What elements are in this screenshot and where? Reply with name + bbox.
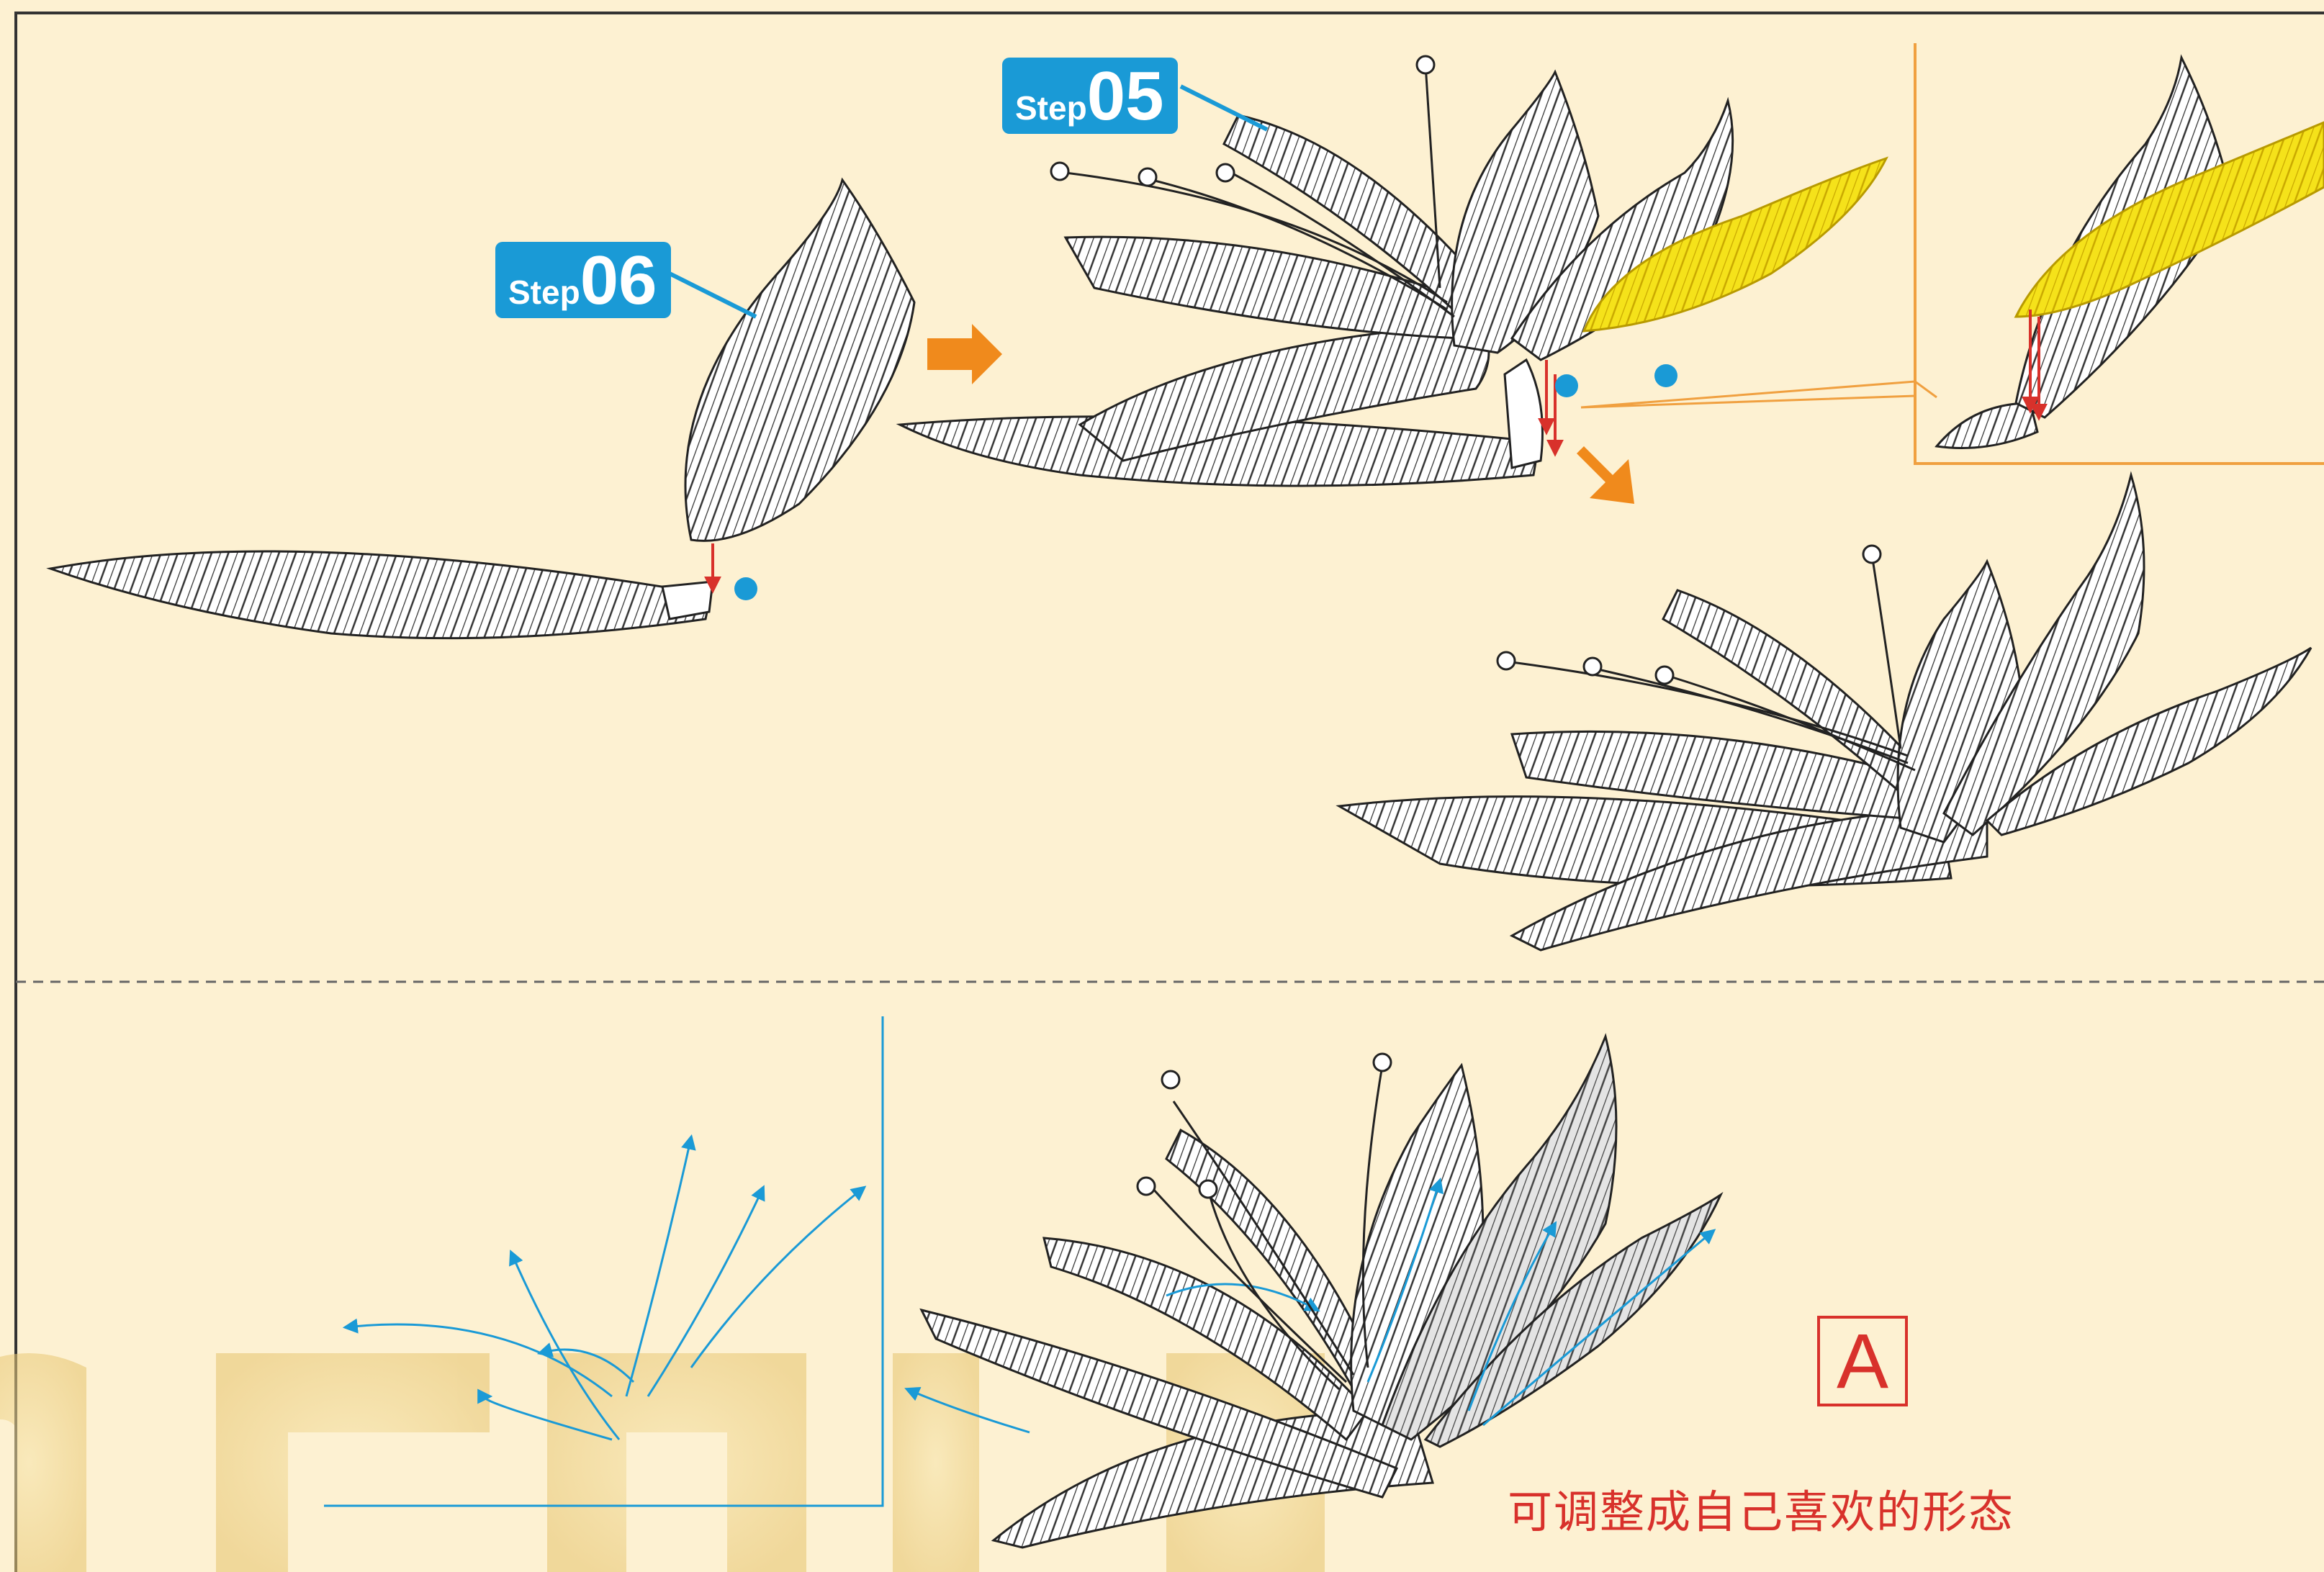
step-05-number: 05 bbox=[1086, 58, 1164, 135]
adjusted-model bbox=[919, 1033, 1724, 1549]
completed-model bbox=[1336, 471, 2312, 952]
step06-raised-wing bbox=[684, 177, 916, 542]
next-step-arrow bbox=[927, 324, 1002, 384]
step-06-badge: Step 06 bbox=[495, 242, 672, 319]
step05-badge-leader bbox=[1179, 84, 1269, 132]
step05-antenna-tips bbox=[1050, 55, 1436, 187]
step05-highlight-wing bbox=[1582, 156, 1888, 333]
guide-lines bbox=[324, 1016, 884, 1507]
step-05-badge: Step 05 bbox=[1002, 58, 1179, 135]
result-arrow bbox=[1577, 446, 1634, 504]
step06-badge-leader bbox=[668, 271, 757, 319]
inset-leader bbox=[1580, 380, 1937, 409]
step05-antennae bbox=[1065, 64, 1455, 318]
shaping-caption: 可调整成自己喜欢的形态 bbox=[1508, 1486, 2015, 1538]
step05-glue-dot-2 bbox=[1654, 364, 1677, 387]
step06-long-wing bbox=[46, 550, 714, 640]
step06-glue-dot bbox=[734, 577, 757, 600]
watermark-logo bbox=[0, 1353, 1325, 1572]
detail-inset bbox=[1914, 43, 2324, 465]
step05-assembly bbox=[896, 55, 1888, 487]
step05-glue-dot-1 bbox=[1555, 374, 1578, 397]
step-06-number: 06 bbox=[580, 242, 657, 319]
result-label-a: A bbox=[1817, 1316, 1908, 1406]
step-05-label: Step bbox=[1015, 89, 1087, 127]
step-06-label: Step bbox=[508, 274, 580, 311]
shape-direction-arrows bbox=[342, 1134, 1030, 1441]
page-frame bbox=[14, 12, 2324, 1572]
